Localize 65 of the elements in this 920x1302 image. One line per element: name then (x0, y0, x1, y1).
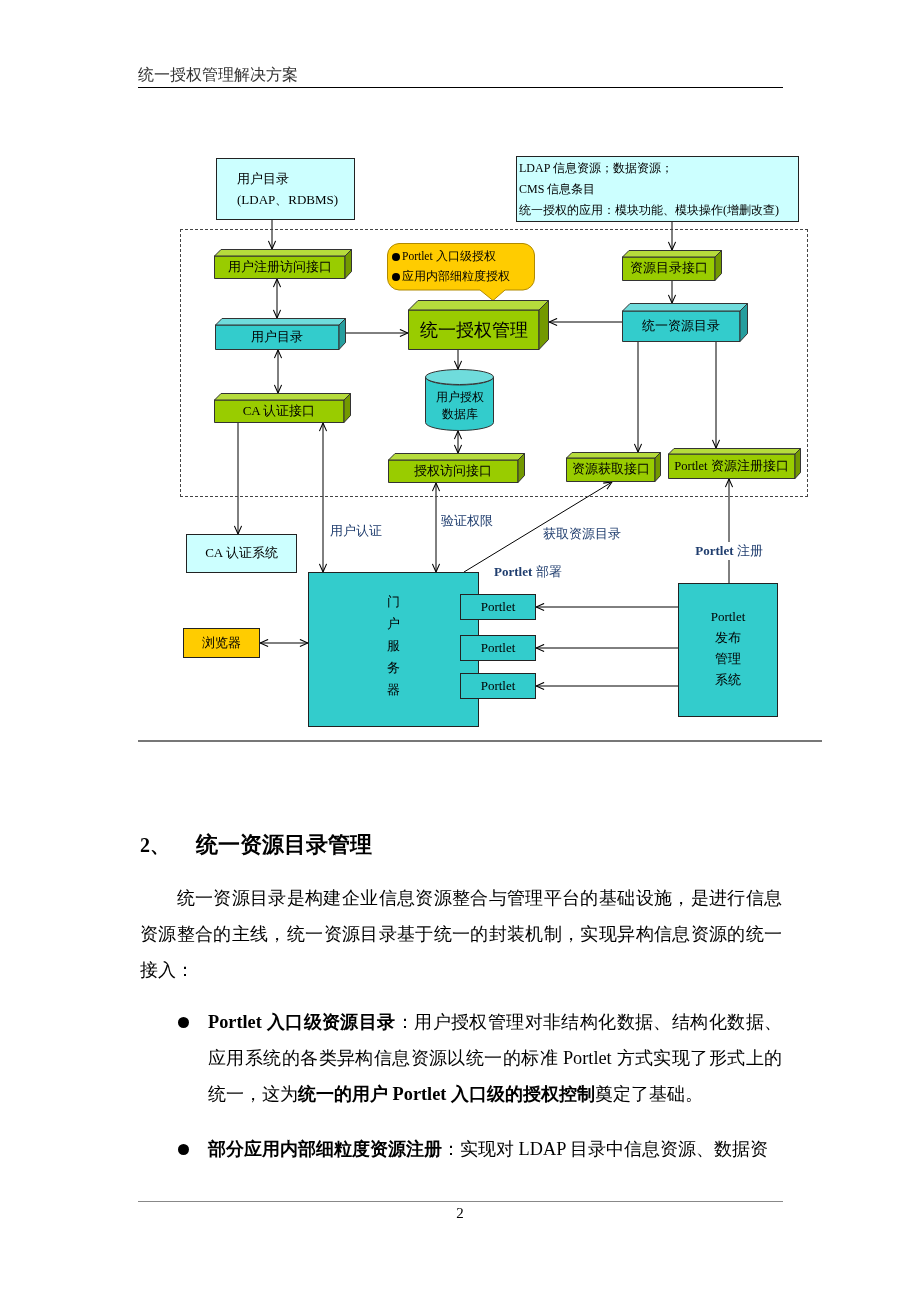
page-header: 统一授权管理解决方案 (138, 65, 298, 85)
portlet-box (460, 635, 536, 661)
node-label: CA 认证接口 (242, 403, 316, 420)
page-number: 2 (456, 1205, 464, 1222)
arrow (431, 482, 441, 573)
node-label: (LDAP、RDBMS) (237, 191, 339, 209)
arrow (318, 422, 328, 573)
node-label: 统一授权的应用：模块功能、模块操作(增删改查) (519, 201, 779, 219)
arrow (463, 481, 613, 573)
node-label: 资源目录接口 (629, 261, 708, 277)
server-box (308, 572, 479, 727)
node-label: 用户注册访问接口 (227, 259, 332, 276)
arrow (233, 422, 243, 535)
node-label: 统一授权管理 (419, 318, 528, 342)
arrow (633, 341, 643, 453)
node-label: 门户服务器 (386, 593, 401, 699)
section-number: 2、 (140, 833, 170, 858)
edge-label: 用户认证 (330, 522, 382, 540)
dashed-frame (180, 229, 808, 497)
portlet-box (460, 673, 536, 699)
edge-label: Portlet 注册 (693, 542, 765, 560)
node-label: 资源获取接口 (571, 462, 650, 478)
arrow (345, 328, 409, 338)
arrow (667, 280, 677, 304)
node-label: 用户授权数据库 (434, 389, 485, 423)
node-label: Portlet (480, 677, 516, 695)
node-label: 授权访问接口 (414, 463, 492, 480)
arrow (453, 430, 463, 454)
arrow (273, 349, 283, 394)
node-label: Portlet 发布管理系统 (709, 608, 747, 689)
system-box (186, 534, 297, 573)
node-label: Portlet 入口级授权 (402, 249, 496, 264)
arrow (667, 221, 677, 251)
arrow (548, 317, 623, 327)
edge-label: 验证权限 (441, 512, 493, 530)
node-label: 浏览器 (202, 634, 241, 652)
edge-label: 获取资源目录 (543, 525, 621, 543)
arrow (259, 638, 309, 648)
arrow (535, 602, 679, 612)
arrow (711, 341, 721, 449)
bullet-item: 部分应用内部细粒度资源注册：实现对 LDAP 目录中信息资源、数据资 (208, 1138, 770, 1161)
node-label: CA 认证系统 (205, 545, 278, 562)
bullet-item: Portlet 入口级资源目录：用户授权管理对非结构化数据、结构化数据、应用系统的各类异构信息资源以统一的标准 Portlet 方式实现了形式上的统一，这为统一的用户 Portlet 入口级的授权控制奠定了基础。 (208, 1011, 782, 1106)
directory-box (216, 158, 355, 220)
arrow (272, 278, 282, 319)
node-label: 统一资源目录 (642, 318, 720, 335)
node-label: CMS 信息条目 (519, 180, 596, 198)
resource-list-box (516, 156, 799, 222)
body-paragraph: 统一资源目录是构建企业信息资源整合与管理平台的基础设施，是进行信息资源整合的主线，统一资源目录基于统一的封装机制，实现异构信息资源的统一接入： (140, 887, 782, 982)
arrow (267, 219, 277, 250)
annotation-label: Portlet 部署 (494, 563, 562, 581)
portlet-box (460, 594, 536, 620)
node-label: Portlet 资源注册接口 (674, 458, 789, 475)
browser-box (183, 628, 260, 658)
node-label: LDAP 信息资源；数据资源； (519, 159, 673, 177)
arrow (453, 349, 463, 370)
section-heading: 统一资源目录管理 (196, 831, 372, 859)
node-label: 用户目录 (237, 170, 289, 188)
arrow (535, 681, 679, 691)
system-box (678, 583, 778, 717)
arrow (535, 643, 679, 653)
node-label: Portlet (480, 639, 516, 657)
node-label: Portlet (480, 598, 516, 616)
node-label: 用户目录 (251, 329, 303, 346)
node-label: 应用内部细粒度授权 (402, 269, 510, 284)
